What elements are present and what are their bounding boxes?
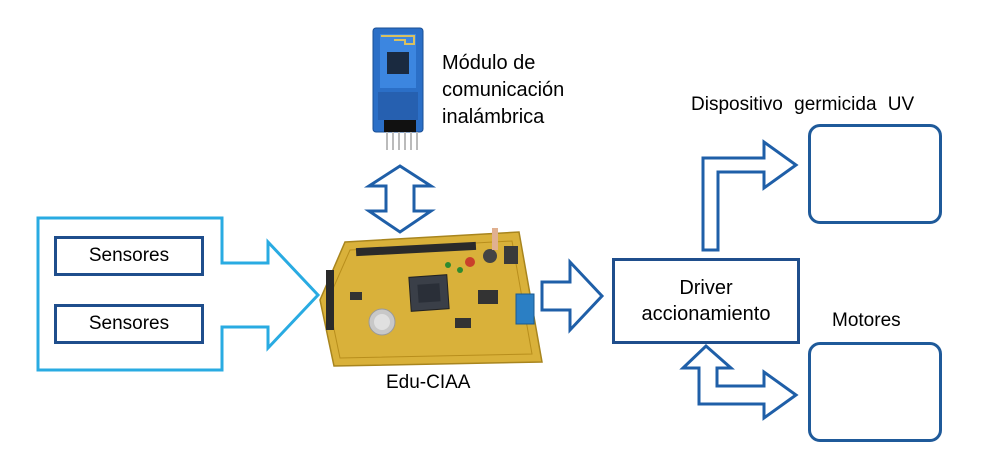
bluetooth-module-image bbox=[372, 27, 424, 150]
driver-label-line-2: accionamiento bbox=[641, 303, 771, 325]
motors-label: Motores bbox=[832, 310, 901, 331]
uv-device-frame bbox=[808, 124, 942, 224]
uv-device-label: Dispositivo germicida UV bbox=[691, 94, 915, 115]
wireless-module-label-line-2: comunicación bbox=[442, 79, 565, 101]
driver-box: Driver accionamiento bbox=[612, 258, 800, 344]
driver-label-line-1: Driver bbox=[679, 277, 733, 299]
motors-frame bbox=[808, 342, 942, 442]
sensor-box-1: Sensores bbox=[54, 236, 204, 276]
board-to-driver-arrow bbox=[540, 258, 605, 334]
board-label: Edu-CIAA bbox=[386, 372, 471, 393]
wireless-module-label-line-1: Módulo de bbox=[442, 52, 536, 74]
driver-to-uv-arrow bbox=[701, 139, 799, 252]
wireless-module-label-line-3: inalámbrica bbox=[442, 106, 545, 128]
sensor-box-2: Sensores bbox=[54, 304, 204, 344]
wireless-module-label: Módulo de comunicación inalámbrica bbox=[442, 50, 564, 131]
sensor-label-2: Sensores bbox=[88, 313, 170, 334]
driver-motors-double-arrow bbox=[679, 343, 799, 421]
vertical-double-arrow bbox=[363, 164, 437, 234]
sensor-label-1: Sensores bbox=[88, 245, 170, 266]
edu-ciaa-board-image bbox=[319, 228, 543, 367]
